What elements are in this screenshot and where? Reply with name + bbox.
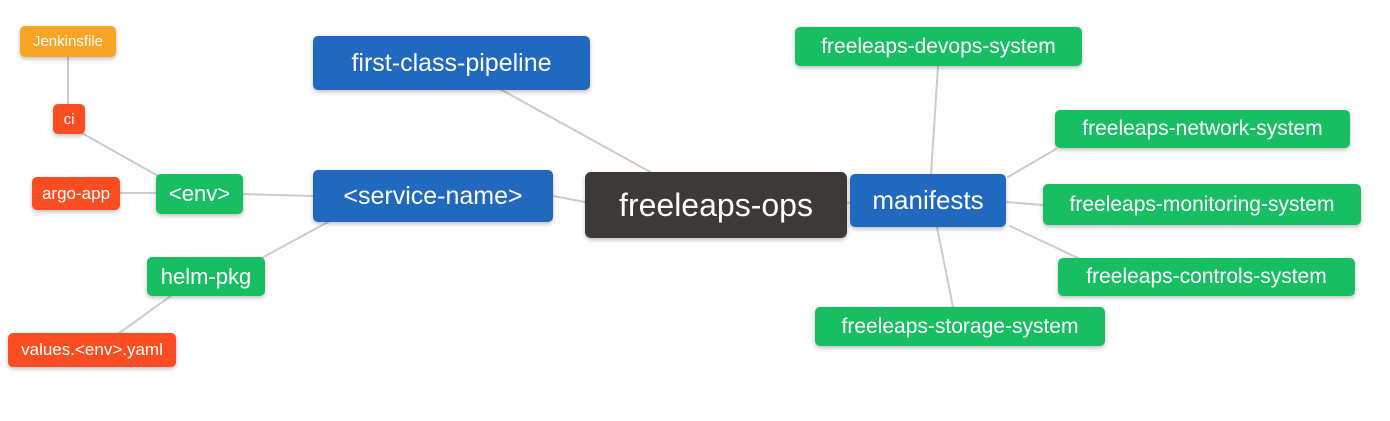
- node-freeleaps-devops-system[interactable]: freeleaps-devops-system: [795, 27, 1082, 66]
- edge-manifests-storage: [936, 226, 954, 308]
- node-argo-app[interactable]: argo-app: [32, 177, 120, 210]
- edge-helmpkg-values: [117, 294, 173, 335]
- edge-ci-env: [79, 131, 161, 178]
- node-env[interactable]: <env>: [156, 174, 243, 214]
- node-jenkinsfile[interactable]: Jenkinsfile: [20, 26, 116, 57]
- edge-manifests-monitoring: [1005, 201, 1044, 206]
- node-first-class-pipeline[interactable]: first-class-pipeline: [313, 36, 590, 90]
- node-values-env-yaml[interactable]: values.<env>.yaml: [8, 333, 176, 367]
- edge-manifests-network: [1007, 148, 1057, 178]
- node-freeleaps-controls-system[interactable]: freeleaps-controls-system: [1058, 258, 1355, 296]
- edge-fcp-ops: [499, 88, 653, 174]
- node-freeleaps-monitoring-system[interactable]: freeleaps-monitoring-system: [1043, 184, 1361, 225]
- node-helm-pkg[interactable]: helm-pkg: [147, 257, 265, 296]
- node-freeleaps-ops-root[interactable]: freeleaps-ops: [585, 172, 847, 238]
- edge-devops-manifests: [930, 65, 939, 176]
- edge-env-servicename: [242, 193, 314, 197]
- node-ci[interactable]: ci: [53, 104, 85, 134]
- edge-manifests-controls: [1009, 225, 1081, 260]
- node-manifests[interactable]: manifests: [850, 174, 1006, 227]
- edge-servicename-helmpkg: [257, 220, 331, 261]
- node-freeleaps-storage-system[interactable]: freeleaps-storage-system: [815, 307, 1105, 346]
- edge-servicename-ops: [552, 195, 586, 203]
- node-service-name[interactable]: <service-name>: [313, 170, 553, 222]
- node-freeleaps-network-system[interactable]: freeleaps-network-system: [1055, 110, 1350, 148]
